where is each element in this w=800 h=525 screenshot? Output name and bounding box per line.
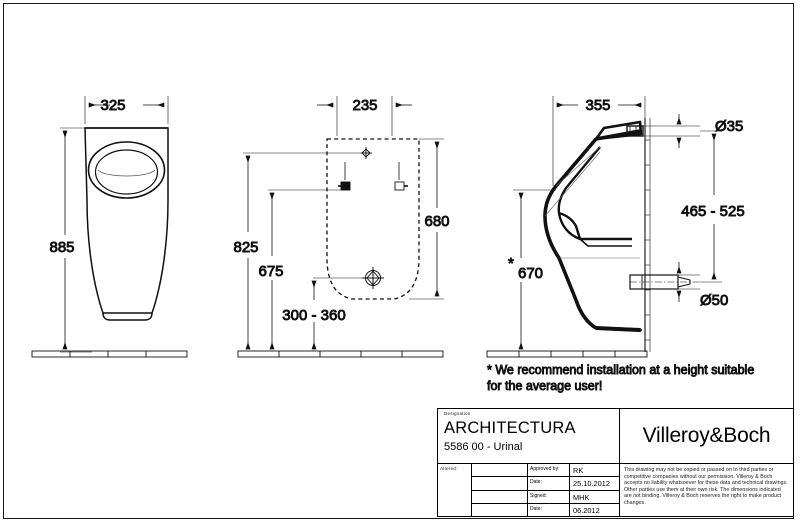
floor-line-side (486, 350, 648, 358)
dimension-outlet-diameter (676, 262, 700, 302)
dim-rim-height-text: 670 (518, 265, 543, 282)
field-value: RK (573, 466, 584, 475)
dimension-rear-top-fixing (243, 152, 366, 350)
dim-outlet-height-range-text: 465 - 525 (681, 203, 744, 220)
dimension-rear-width (317, 96, 412, 136)
anchor-symbol-right (394, 162, 408, 191)
revision-row (472, 491, 527, 504)
dim-side-depth-text: 355 (585, 97, 610, 114)
title-block-header: Designation ARCHITECTURA 5586 00 - Urina… (438, 409, 793, 464)
disclaimer-text: This drawing may not be copied or passed… (624, 467, 788, 506)
dimension-rim-height (513, 189, 556, 350)
dim-rear-top-fixing-text: 825 (233, 239, 258, 256)
altered-cell: Altered: (438, 464, 472, 516)
front-elevation-view (84, 127, 169, 321)
field-key: Approved by: (528, 464, 570, 477)
dim-rear-outlet-range-text: 300 - 360 (282, 307, 345, 324)
dim-front-height-text: 885 (49, 239, 74, 256)
dimension-inlet-diameter (643, 114, 700, 148)
designation-label: Designation (444, 411, 471, 416)
dim-rear-outline-height-text: 680 (424, 213, 449, 230)
approval-fields: Approved by: RK Date: 25.10.2012 Signed:… (528, 464, 620, 516)
revision-row (472, 477, 527, 491)
table-row: Date: 25.10.2012 (528, 477, 619, 491)
field-value: 06.2012 (573, 505, 600, 515)
table-row: Date: 06.2012 (528, 503, 619, 516)
dim-inlet-diameter-text: Ø35 (715, 118, 743, 135)
outlet-connection (629, 274, 700, 290)
revision-cell (472, 464, 528, 516)
dimension-rear-outline-height (409, 138, 444, 300)
inlet-connection (626, 125, 644, 137)
dimension-front-width (84, 96, 169, 124)
dimension-front-height (60, 127, 92, 353)
table-row: Approved by: RK (528, 464, 619, 478)
rear-mounting-view (326, 138, 420, 300)
dim-front-width-text: 325 (100, 97, 125, 114)
dimension-rear-mid-fixing (268, 189, 345, 350)
revision-row (472, 504, 527, 516)
footnote-line-1: * We recommend installation at a height … (487, 363, 754, 377)
dim-rim-height-marker: * (508, 255, 514, 272)
product-code: 5586 00 - Urinal (444, 441, 523, 453)
footnote-line-2: for the average user! (487, 379, 602, 393)
field-value: 25.10.2012 (573, 479, 610, 489)
title-block: Designation ARCHITECTURA 5586 00 - Urina… (437, 408, 794, 517)
floor-line-front (31, 350, 188, 358)
dim-rear-mid-fixing-text: 675 (258, 263, 283, 280)
brand-logo: Villeroy&Boch (620, 409, 793, 463)
dim-rear-width-text: 235 (352, 97, 377, 114)
brand-logo-text: Villeroy&Boch (642, 424, 771, 447)
anchor-symbol-left (338, 162, 351, 191)
field-key: Date: (528, 477, 570, 490)
dim-outlet-diameter-text: Ø50 (700, 292, 728, 309)
title-block-footer: Altered: Approved by: RK Date: 25.10.201… (438, 464, 793, 516)
table-row: Signed: MHK (528, 490, 619, 504)
product-name: ARCHITECTURA (444, 419, 576, 437)
altered-label: Altered: (440, 466, 458, 471)
field-value: MHK (573, 492, 590, 502)
side-section-view (543, 118, 700, 352)
designation-cell: Designation ARCHITECTURA 5586 00 - Urina… (438, 409, 620, 463)
dimension-side-depth (552, 96, 646, 186)
floor-line-rear (237, 350, 444, 358)
revision-row (472, 464, 527, 478)
dimension-rear-outlet-range (311, 277, 366, 350)
field-key: Signed: (528, 490, 570, 503)
dimension-outlet-height-range (700, 130, 722, 283)
field-key: Date: (528, 503, 570, 516)
